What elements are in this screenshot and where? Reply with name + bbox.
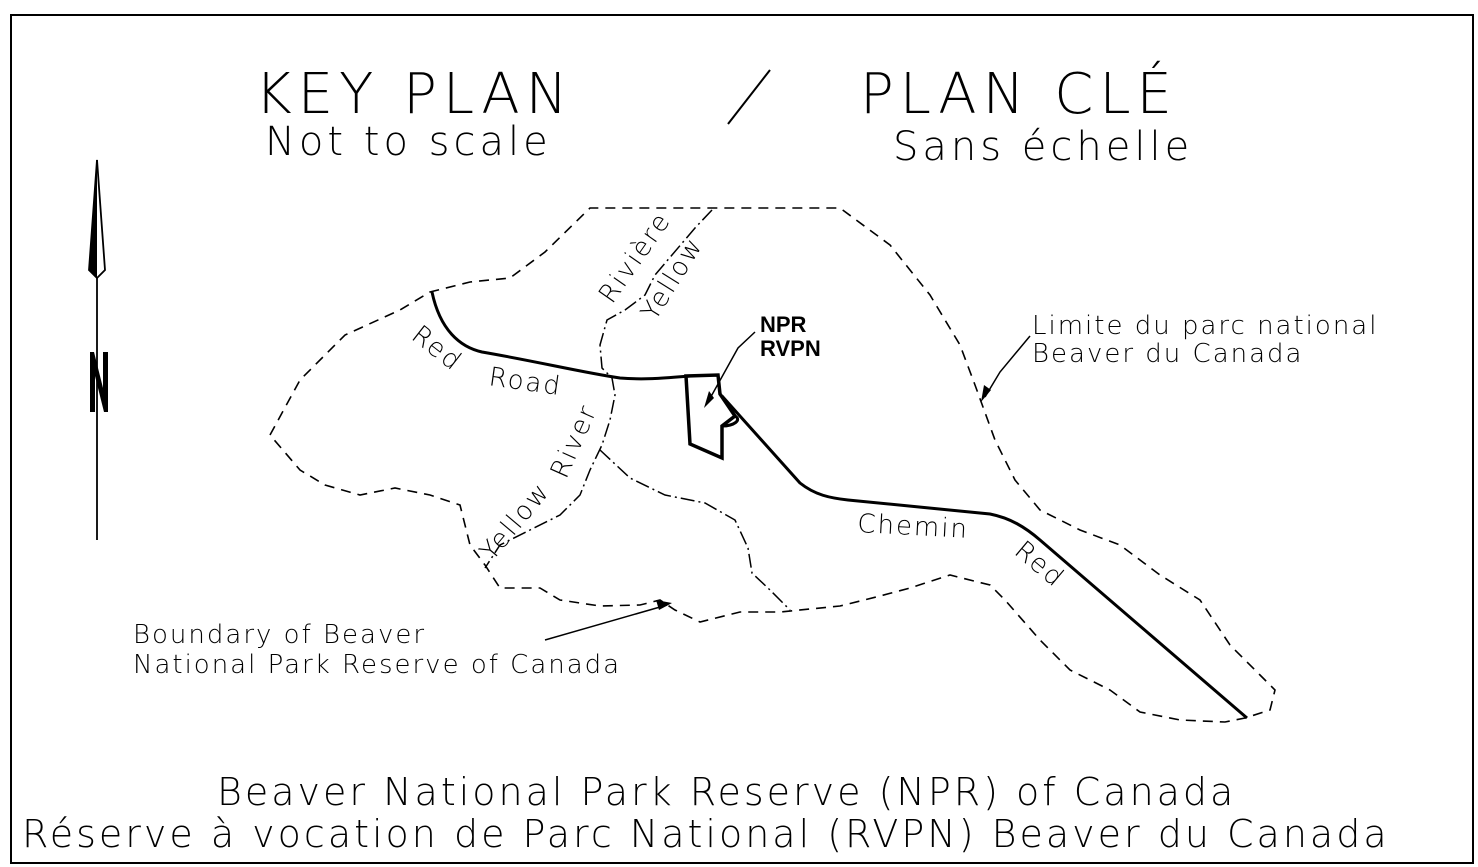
- scale-note-french: Sans échelle: [893, 124, 1193, 170]
- title-french: PLAN CLÉ: [860, 62, 1178, 127]
- river-label-river: River: [545, 400, 604, 483]
- boundary-label-en-line1: Boundary of Beaver: [133, 620, 426, 650]
- boundary-leader-en: [544, 604, 668, 641]
- river-label-yellow-en: Yellow: [474, 477, 556, 567]
- boundary-label-fr-line1: Limite du parc national: [1032, 311, 1378, 341]
- boundary-leader-fr: [984, 335, 1031, 398]
- footer-english: Beaver National Park Reserve (NPR) of Ca…: [217, 770, 1236, 814]
- title-english: KEY PLAN: [255, 62, 574, 127]
- boundary-label-en-line2: National Park Reserve of Canada: [133, 650, 621, 680]
- site-label-npr: NPR: [760, 312, 807, 337]
- site-leader-line: [707, 331, 756, 403]
- boundary-label-fr-line2: Beaver du Canada: [1032, 339, 1303, 369]
- north-arrow-icon: [88, 159, 108, 540]
- title-slash: [727, 69, 771, 125]
- yellow-river-branch: [599, 449, 791, 611]
- road-label-chemin: Chemin: [857, 509, 970, 545]
- npr-site-parcel: [684, 373, 738, 461]
- park-boundary: [269, 207, 1276, 723]
- road-label-red-en: Red: [406, 320, 468, 378]
- boundary-leader-fr-arrowhead-icon: [981, 385, 991, 402]
- npr-site-notch: [721, 414, 740, 428]
- site-label-rvpn: RVPN: [760, 336, 821, 361]
- road-label-red-fr: Red: [1009, 535, 1071, 594]
- red-road: [430, 291, 1248, 720]
- site-leader-arrowhead-icon: [704, 391, 714, 408]
- boundary-leader-en-arrowhead-icon: [656, 600, 672, 610]
- road-label-road: Road: [487, 362, 564, 402]
- footer-french: Réserve à vocation de Parc National (RVP…: [22, 812, 1390, 856]
- map-frame: [10, 14, 1474, 864]
- scale-note-english: Not to scale: [265, 119, 552, 165]
